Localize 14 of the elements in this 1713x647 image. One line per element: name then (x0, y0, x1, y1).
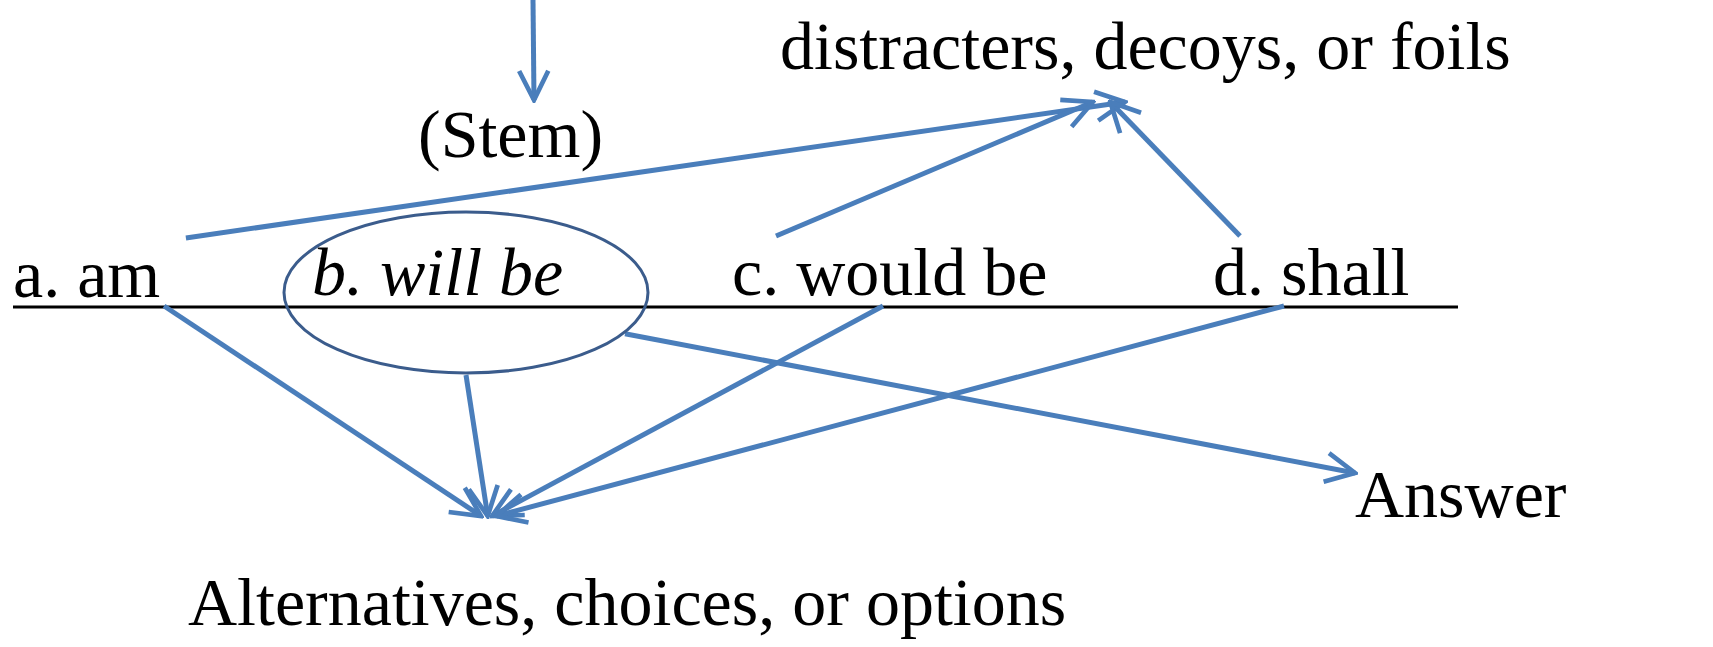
option-text: a. am (13, 240, 161, 308)
arrow (463, 374, 500, 519)
arrow (516, 0, 551, 103)
arrow (775, 97, 1096, 239)
arrow (624, 331, 1358, 485)
option-text: c. would be (732, 238, 1048, 306)
arrow (162, 303, 484, 519)
arrow (1107, 99, 1242, 238)
arrow (494, 303, 1285, 525)
arrow (185, 89, 1128, 241)
option-text: b. will be (312, 238, 564, 306)
arrow (489, 303, 885, 519)
answer-label: Answer (1355, 460, 1567, 528)
option-text: d. shall (1213, 238, 1410, 306)
